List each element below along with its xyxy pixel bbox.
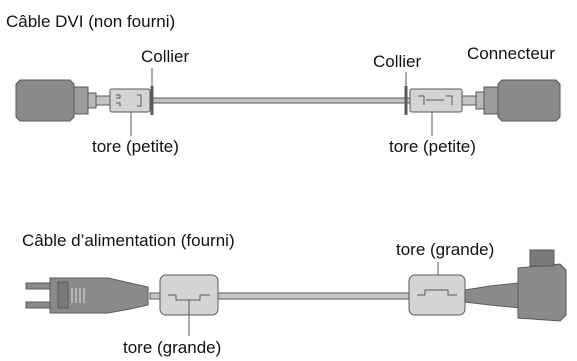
tore-grande-label-bottom: tore (grande) <box>123 338 222 357</box>
ferrite-small-left <box>109 88 151 113</box>
tore-petite-label-right: tore (petite) <box>389 137 476 156</box>
dvi-connector-left-body <box>73 86 89 115</box>
power-cable <box>25 249 567 336</box>
dvi-cable <box>15 68 561 136</box>
dvi-connector-left <box>15 79 75 122</box>
dvi-cable-title: Câble DVI (non fourni) <box>6 12 176 31</box>
dvi-connector-left-strain <box>95 95 111 106</box>
appliance-connector-head <box>529 249 555 267</box>
dvi-connector-right-strain <box>461 95 477 106</box>
appliance-connector-strain <box>464 282 521 309</box>
tore-petite-label-left: tore (petite) <box>92 137 179 156</box>
plug-body <box>49 277 149 314</box>
dvi-connector-right <box>497 79 561 122</box>
tore-grande-label-top: tore (grande) <box>396 240 495 259</box>
dvi-connector-left-neck <box>87 92 97 109</box>
dvi-cable-line <box>149 97 411 104</box>
plug-prong-bottom <box>25 301 51 309</box>
connecteur-label: Connecteur <box>467 44 555 63</box>
appliance-connector <box>517 263 567 322</box>
dvi-connector-right-neck <box>475 91 485 110</box>
collier-label-left: Collier <box>141 47 190 66</box>
collier-label-right: Collier <box>373 52 422 71</box>
power-cable-title: Câble d’alimentation (fourni) <box>22 231 235 250</box>
plug-prong-top <box>25 282 51 290</box>
dvi-connector-right-body <box>483 86 499 115</box>
